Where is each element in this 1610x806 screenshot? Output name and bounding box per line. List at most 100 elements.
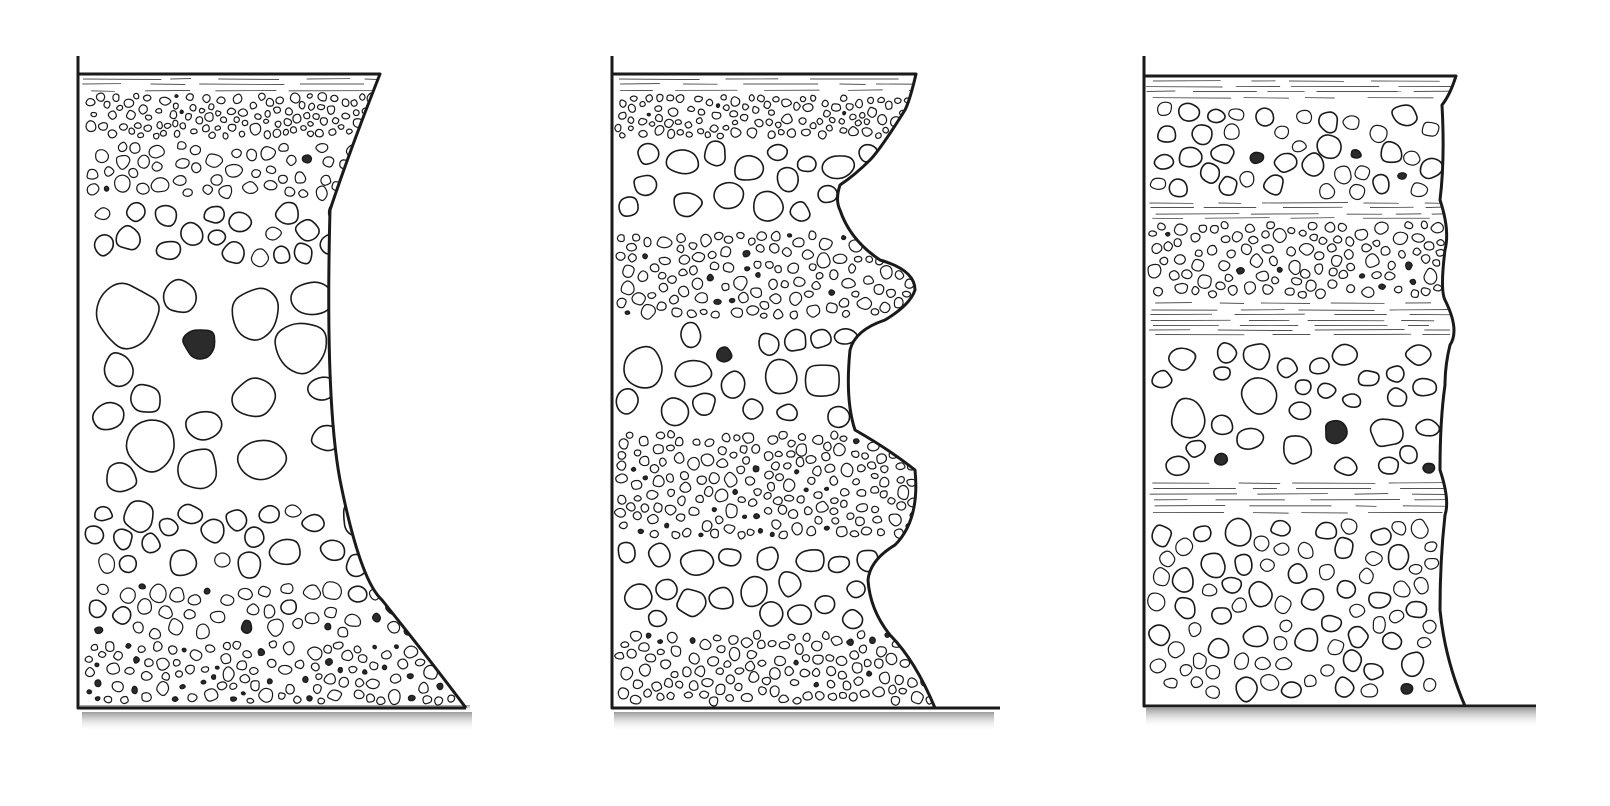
clast [1411, 290, 1418, 298]
clast [794, 277, 805, 286]
dark-clast [215, 666, 219, 669]
clast [860, 690, 869, 697]
clast [118, 142, 126, 151]
clast [285, 187, 295, 196]
clast [803, 104, 813, 112]
clast [1237, 428, 1264, 449]
clast [1388, 545, 1408, 570]
clast [1347, 263, 1355, 270]
clast [760, 302, 769, 310]
dark-clast [824, 526, 829, 530]
clast [1275, 596, 1291, 614]
lamination-line [199, 84, 284, 85]
clast [138, 133, 144, 138]
clast [95, 208, 110, 220]
clast [1350, 184, 1365, 199]
clast [126, 420, 174, 472]
clast [176, 159, 189, 169]
clast [351, 100, 357, 106]
clast [1222, 577, 1241, 593]
clast [756, 245, 764, 253]
clast [156, 109, 162, 113]
clast [1310, 234, 1318, 241]
clast [827, 680, 835, 688]
clast [229, 212, 251, 231]
clast [1366, 254, 1379, 268]
clast [145, 115, 151, 120]
clast [850, 651, 859, 659]
clast [247, 604, 259, 615]
clast [95, 235, 114, 256]
clast [687, 310, 696, 318]
clast [1235, 554, 1252, 575]
clast [734, 276, 747, 290]
lamination-line [1354, 494, 1388, 495]
clast [808, 477, 815, 484]
clast [323, 157, 334, 167]
dark-clast [1250, 152, 1263, 163]
panel-3 [1146, 81, 1456, 702]
clast [283, 642, 294, 655]
clast [87, 169, 98, 179]
clast [174, 130, 179, 137]
clast [752, 445, 760, 454]
clast [674, 193, 702, 217]
clast [1274, 637, 1287, 650]
clast [1413, 379, 1437, 396]
clast [206, 154, 223, 167]
clast [96, 93, 104, 101]
clast [685, 122, 692, 128]
clast [793, 697, 801, 704]
clast [274, 107, 281, 113]
clast [787, 129, 795, 137]
clast [159, 519, 178, 536]
clast [1175, 598, 1195, 619]
clast [693, 439, 700, 445]
dark-clast [212, 675, 216, 680]
clast [867, 462, 876, 469]
clast [295, 172, 305, 183]
clast [659, 272, 666, 279]
clast [1206, 686, 1220, 698]
clast [107, 463, 137, 492]
clast [325, 607, 337, 617]
clast [638, 271, 648, 282]
clast [291, 282, 332, 314]
dark-clast [132, 686, 137, 693]
clast [660, 458, 667, 466]
dark-clast [302, 155, 311, 163]
clast [304, 112, 310, 118]
clast [320, 234, 347, 255]
clast [899, 688, 907, 694]
clast [299, 190, 308, 198]
clast [782, 248, 791, 257]
clast [1335, 457, 1357, 475]
clast [712, 112, 721, 119]
clast [772, 520, 781, 529]
clast [1172, 398, 1205, 437]
clast [104, 353, 133, 387]
clast [293, 114, 301, 123]
clast [85, 656, 92, 662]
clast [665, 505, 676, 515]
dark-clast [847, 639, 853, 645]
clast [840, 128, 847, 133]
clast [1179, 147, 1202, 166]
dark-clast [1277, 267, 1282, 272]
clast [1160, 257, 1168, 264]
clast [370, 662, 378, 670]
clast [831, 498, 839, 504]
clast [672, 308, 682, 317]
clast [1164, 242, 1173, 251]
clast [1264, 175, 1283, 195]
clast [1321, 665, 1334, 676]
clast [659, 257, 670, 264]
clast [779, 531, 787, 539]
clast [93, 403, 124, 430]
clast [705, 141, 725, 166]
clast [624, 347, 662, 388]
clast [329, 129, 336, 135]
clast [723, 263, 733, 272]
clast [266, 166, 275, 173]
clast [891, 696, 899, 705]
